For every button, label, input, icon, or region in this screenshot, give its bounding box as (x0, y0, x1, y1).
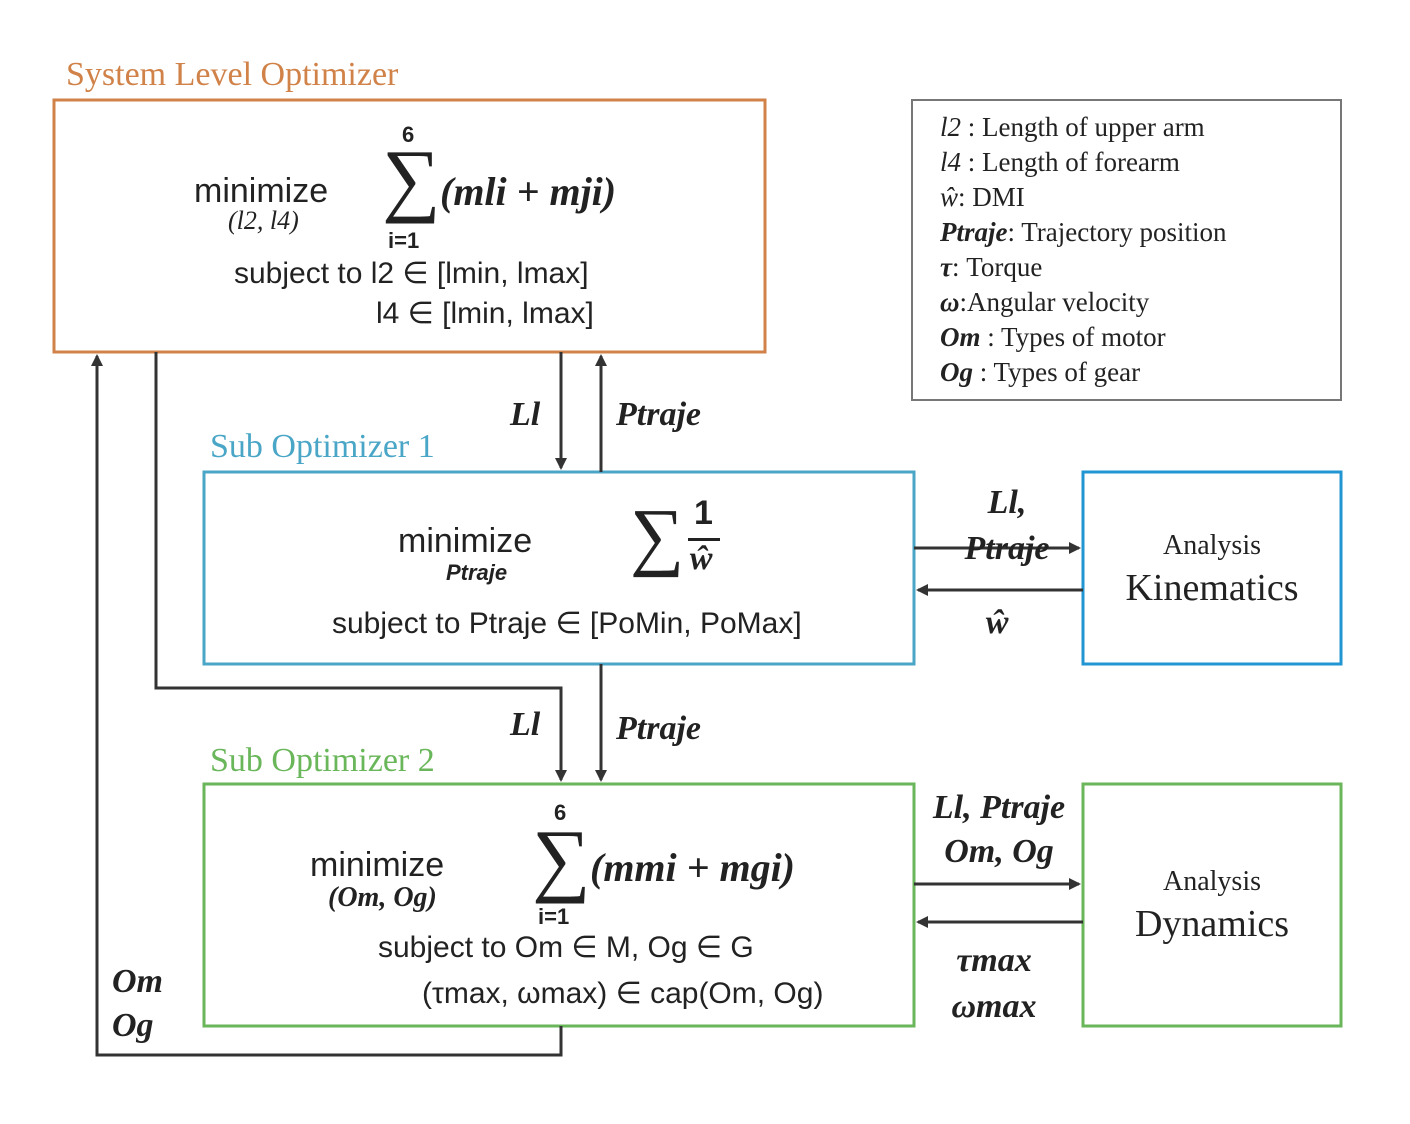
sub2-sum-top: 6 (554, 800, 567, 825)
kinematics-line1: Analysis (1163, 530, 1261, 561)
legend-symbol: Om (940, 322, 981, 352)
sub1-minimize: minimize (398, 522, 533, 560)
legend-item: Ptraje: Trajectory position (940, 215, 1227, 250)
kinematics-line2: Kinematics (1125, 567, 1299, 609)
legend-box (911, 99, 1342, 401)
label-dyn-out: Ll, Ptraje Om, Og (932, 789, 1066, 870)
analysis-dynamics-box (1081, 782, 1343, 1028)
sub1-fraction-num: 1 (694, 494, 713, 532)
legend-symbol: ω (940, 287, 960, 317)
label-ptraje-down-2: Ptraje (616, 710, 701, 747)
legend-symbol: l4 (940, 147, 962, 177)
sub1-fraction-den: ŵ (690, 540, 713, 577)
sub1-fraction-bar (688, 538, 720, 541)
legend-symbol: l2 (940, 112, 962, 142)
legend-text: : Length of upper arm (961, 112, 1205, 142)
system-sum-bottom: i=1 (388, 228, 420, 253)
legend-text: : Trajectory position (1007, 217, 1227, 247)
legend-item: Og : Types of gear (940, 355, 1227, 390)
label-kin-in: ŵ (986, 604, 1009, 641)
legend-item: ŵ: DMI (940, 180, 1227, 215)
sub-optimizer-2-title: Sub Optimizer 2 (210, 742, 435, 779)
system-subject-to: subject to l2 ∈ [lmin, lmax] (234, 257, 589, 290)
label-kin-out: Ll, Ptraje (964, 484, 1050, 567)
sub2-sigma-icon: ∑ (532, 813, 591, 904)
legend-text: :Angular velocity (959, 287, 1150, 317)
label-ptraje-up-1: Ptraje (616, 396, 701, 433)
dynamics-line1: Analysis (1163, 866, 1261, 897)
system-sigma-icon: ∑ (382, 133, 441, 224)
arrow-feedback (91, 354, 563, 1057)
sub1-subject-to: subject to Ptraje ∈ [PoMin, PoMax] (332, 607, 802, 640)
dynamics-line2: Dynamics (1134, 903, 1290, 945)
legend-symbol: Ptraje (940, 217, 1008, 247)
legend-item: l2 : Length of upper arm (940, 110, 1227, 145)
sub2-objective: (mmi + mgi) (590, 845, 795, 890)
legend-item: l4 : Length of forearm (940, 145, 1227, 180)
label-ll-down-1: Ll (510, 396, 541, 433)
system-sum-top: 6 (402, 122, 415, 147)
sub-optimizer-2-box (202, 782, 916, 1028)
legend-symbol: Og (940, 357, 973, 387)
sub2-minimize: minimize (310, 846, 445, 884)
system-optimizer-title: System Level Optimizer (66, 56, 399, 93)
legend-text: : Types of motor (980, 322, 1166, 352)
system-minimize: minimize (194, 172, 329, 210)
sub2-min-vars: (Om, Og) (328, 882, 437, 913)
label-feedback: Om Og (112, 963, 163, 1044)
legend-item: Om : Types of motor (940, 320, 1227, 355)
system-optimizer-box (52, 98, 767, 354)
legend-symbol: ŵ (940, 182, 959, 212)
legend-text: : Types of gear (973, 357, 1141, 387)
sub-optimizer-1-box (202, 470, 916, 666)
label-ll-down-2: Ll (510, 706, 541, 743)
sub1-min-vars: Ptraje (446, 560, 508, 585)
legend-text: : Length of forearm (961, 147, 1180, 177)
legend: l2 : Length of upper arm l4 : Length of … (940, 110, 1227, 390)
system-constraint-2: l4 ∈ [lmin, lmax] (376, 297, 594, 330)
arrow-ll-down-2 (154, 352, 567, 782)
legend-text: : Torque (951, 252, 1043, 282)
legend-symbol: τ (940, 252, 952, 282)
system-objective: (mli + mji) (440, 169, 617, 214)
label-dyn-in: τmax ωmax (951, 942, 1037, 1025)
analysis-kinematics-box (1081, 470, 1343, 666)
sub2-sum-bottom: i=1 (538, 904, 570, 929)
legend-item: ω:Angular velocity (940, 285, 1227, 320)
sub1-sigma-icon: ∑ (630, 494, 685, 578)
sub-optimizer-1-title: Sub Optimizer 1 (210, 428, 435, 465)
system-min-vars: (l2, l4) (228, 206, 299, 235)
legend-text: : DMI (958, 182, 1025, 212)
legend-item: τ: Torque (940, 250, 1227, 285)
sub2-subject-to: subject to Om ∈ M, Og ∈ G (378, 931, 754, 964)
sub2-constraint-2: (τmax, ωmax) ∈ cap(Om, Og) (422, 977, 824, 1010)
